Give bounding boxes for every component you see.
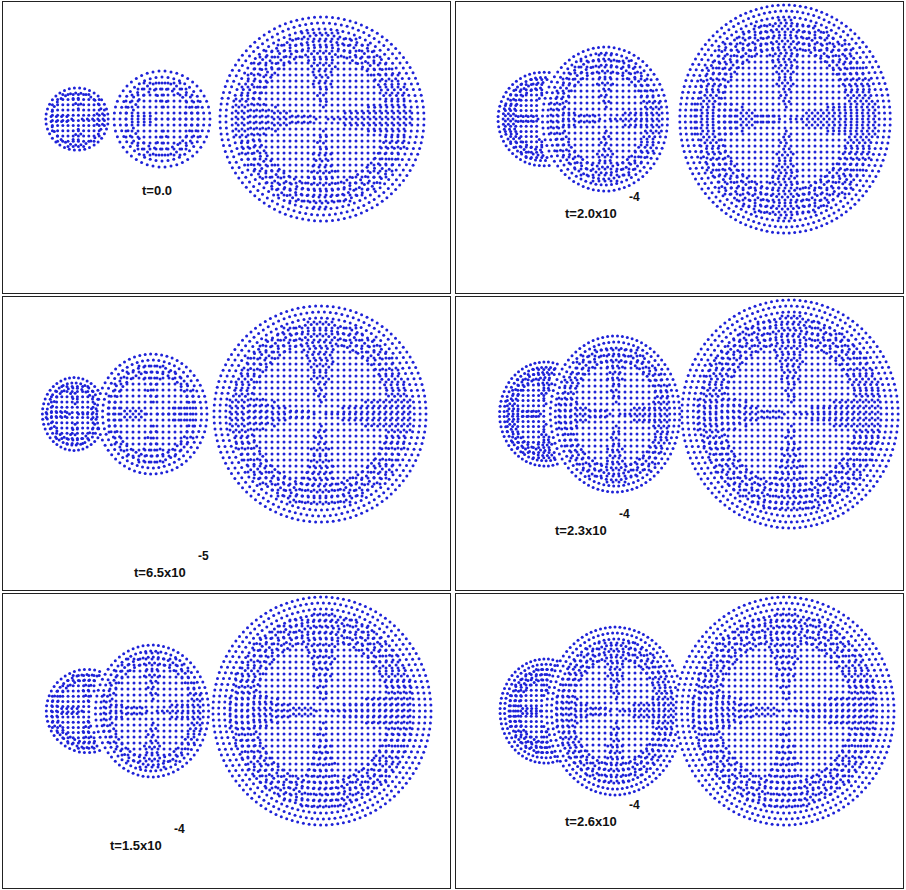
particles bbox=[45, 596, 433, 827]
time-label: t=2.3x10 bbox=[555, 524, 607, 537]
particles bbox=[498, 299, 899, 530]
time-exponent: -4 bbox=[619, 508, 630, 520]
panel-frame bbox=[456, 297, 904, 591]
time-label: t=0.0 bbox=[142, 184, 172, 197]
time-label: t=2.0x10 bbox=[565, 207, 617, 220]
particles bbox=[499, 596, 896, 827]
time-label: t=6.5x10 bbox=[134, 566, 186, 579]
time-label: t=2.6x10 bbox=[565, 815, 617, 828]
panel-frame bbox=[3, 297, 451, 591]
panel-frame bbox=[3, 2, 451, 294]
panel-frame bbox=[3, 594, 451, 889]
particles bbox=[497, 4, 892, 235]
panel-frame bbox=[456, 2, 904, 294]
time-exponent: -4 bbox=[174, 823, 185, 835]
time-label: t=1.5x10 bbox=[110, 839, 162, 852]
panel-frame bbox=[456, 594, 904, 889]
time-exponent: -4 bbox=[629, 799, 640, 811]
time-exponent: -4 bbox=[629, 191, 640, 203]
particles bbox=[41, 305, 428, 524]
time-exponent: -5 bbox=[198, 550, 209, 562]
particles bbox=[44, 16, 425, 223]
